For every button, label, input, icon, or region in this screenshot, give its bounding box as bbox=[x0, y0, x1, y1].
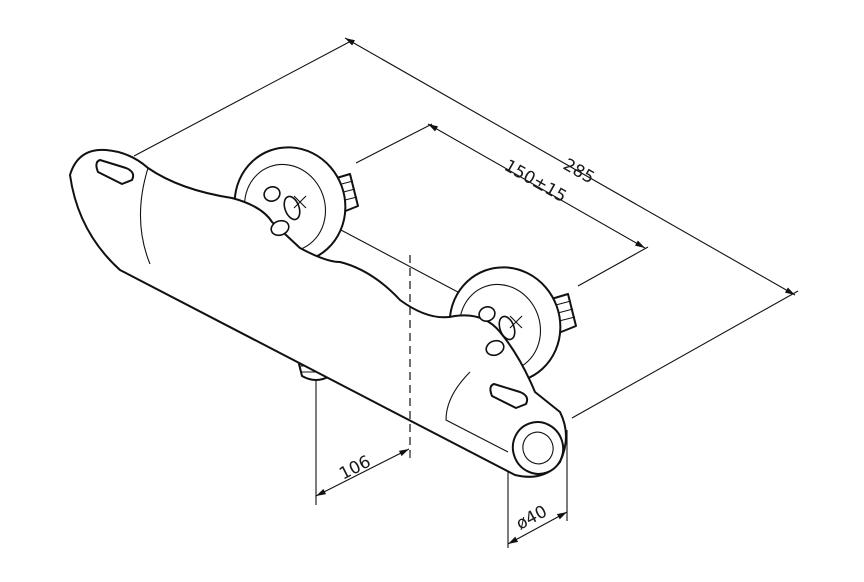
body-diameter-label: ø40 bbox=[513, 502, 551, 535]
overall-length-label: 285 bbox=[560, 155, 598, 188]
connection-spacing-label: 150±15 bbox=[501, 156, 570, 207]
mixer-body bbox=[69, 148, 567, 478]
valve-holes bbox=[263, 186, 523, 357]
outlet-offset-label: 106 bbox=[336, 452, 374, 485]
